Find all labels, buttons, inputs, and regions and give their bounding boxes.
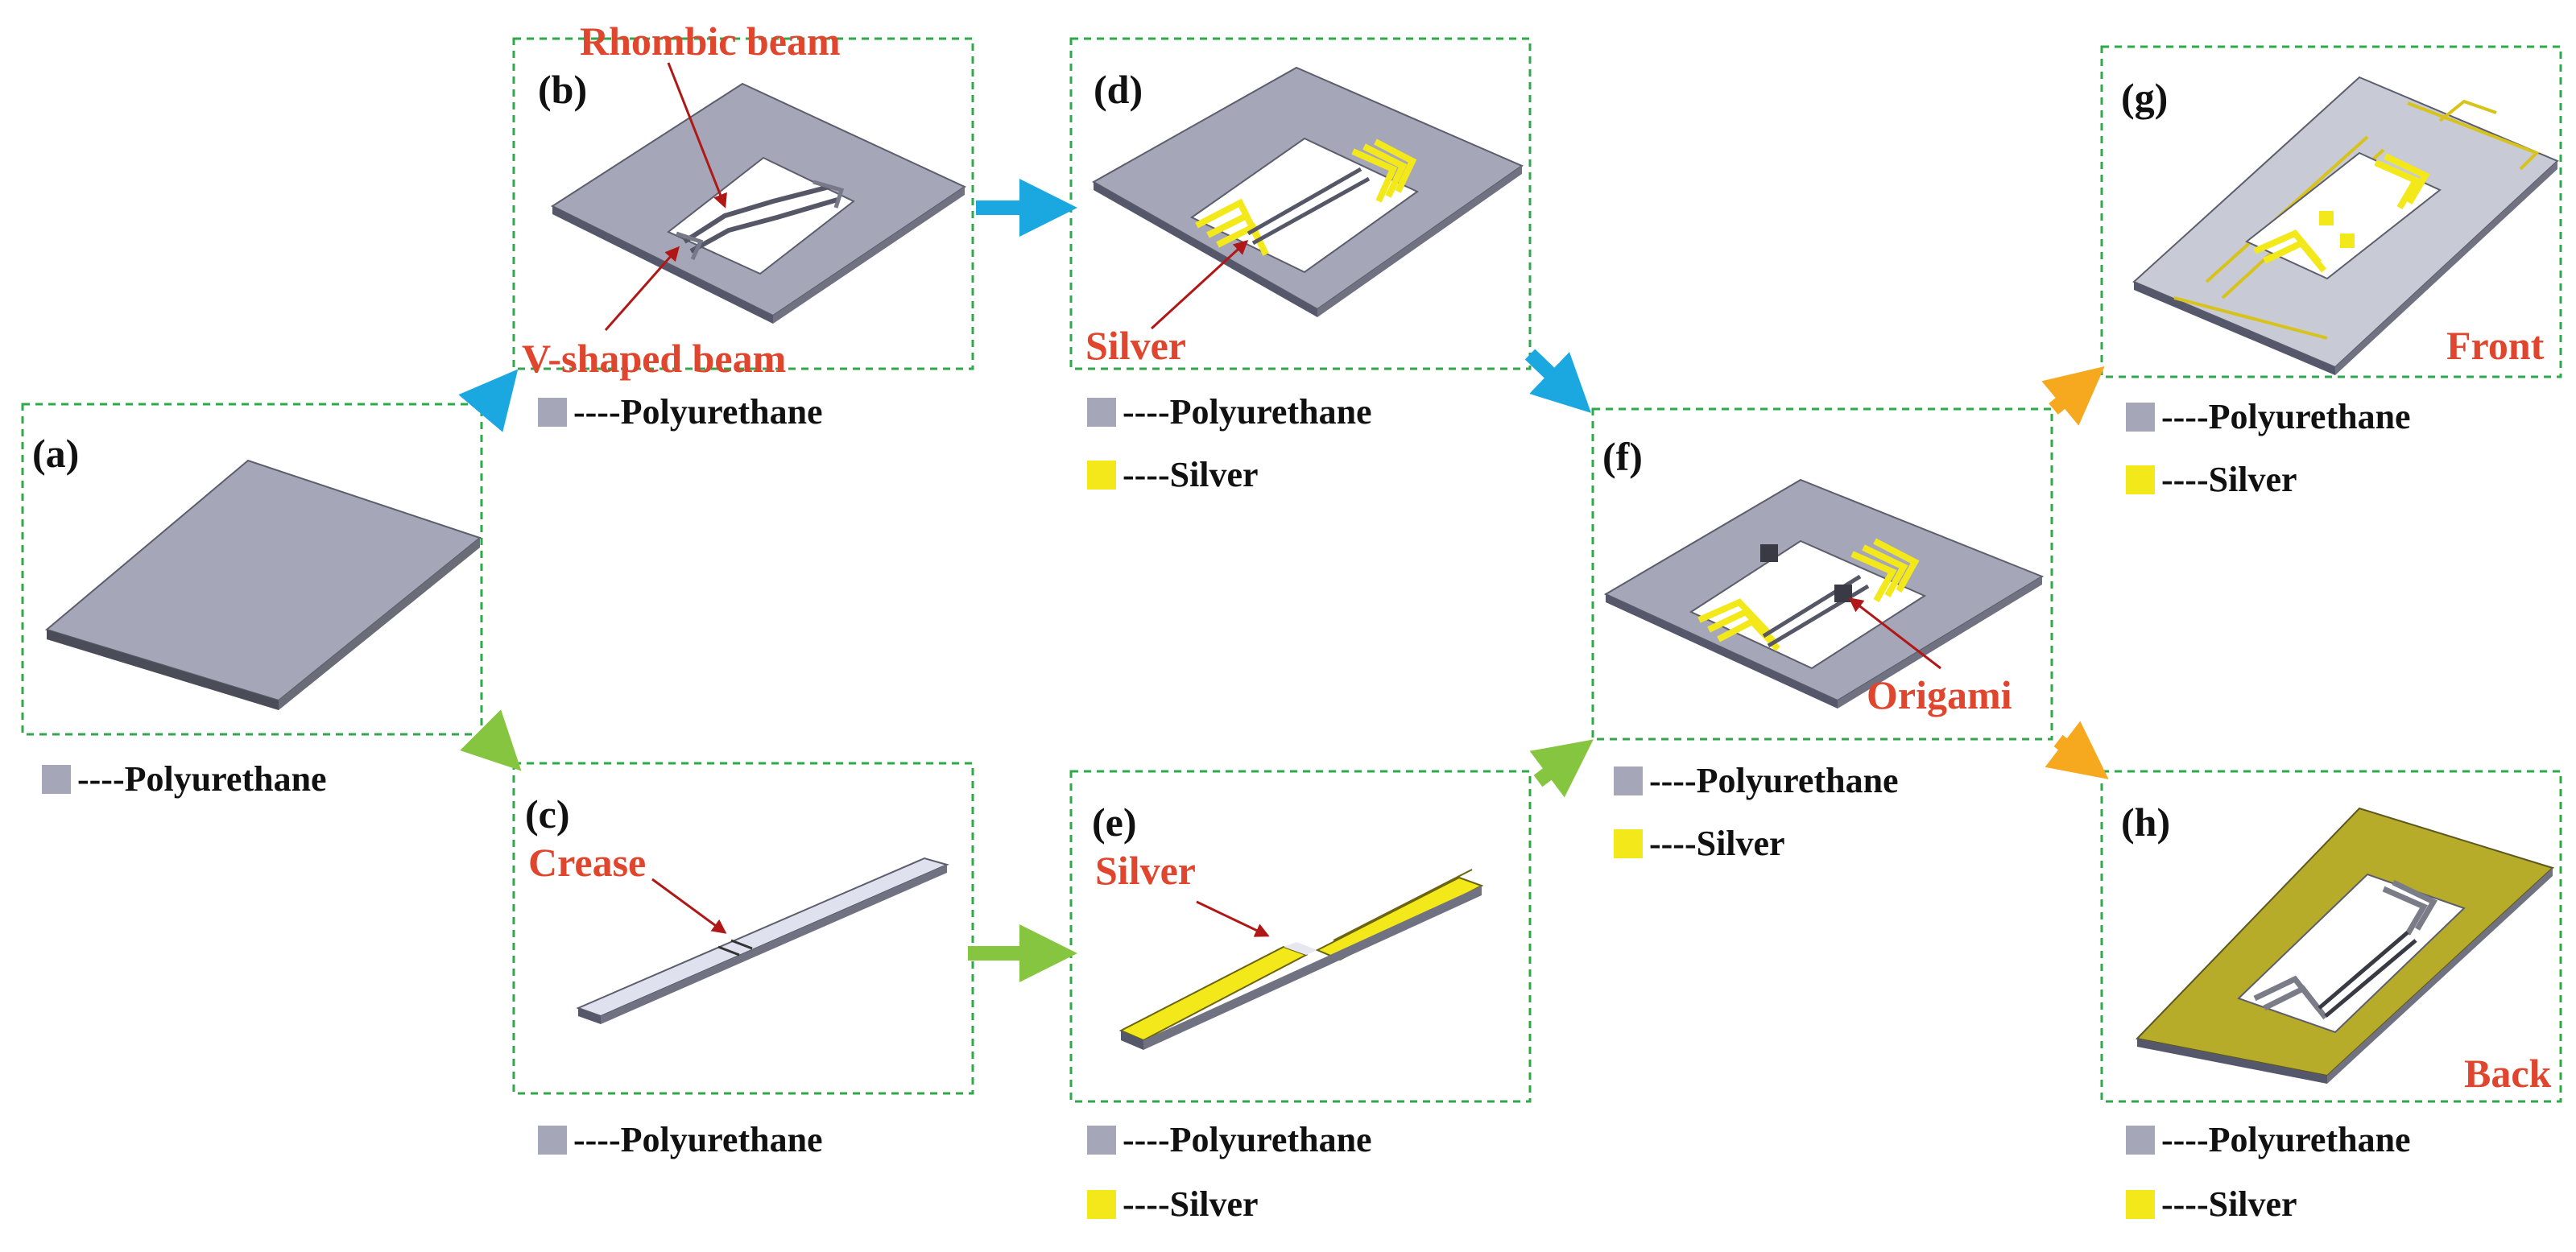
legend-polyurethane-text: ----Polyurethane — [2161, 397, 2411, 436]
legend-silver-text: ----Silver — [1123, 455, 1259, 494]
legend-silver-text: ----Silver — [2161, 1184, 2297, 1224]
panel-a: (a) — [21, 403, 483, 736]
panel-c-label: (c) — [525, 791, 570, 837]
panel-d-frame — [1069, 37, 1532, 370]
polyurethane-sheet — [44, 459, 482, 710]
silver-coated-strip — [1118, 869, 1484, 1050]
panel-d: (d) Silver ----Polyurethane ----Silver — [1069, 37, 1532, 494]
arrow-a-to-c — [460, 709, 522, 771]
legend-polyurethane-text: ----Polyurethane — [2161, 1120, 2411, 1159]
panel-h-frame — [2100, 770, 2562, 1103]
crease-pointer — [651, 878, 727, 934]
rhombic-beam-pointer — [667, 62, 727, 209]
device-back-view — [2136, 807, 2554, 1084]
polyurethane-swatch — [538, 1126, 567, 1155]
legend-polyurethane-text: ----Polyurethane — [77, 759, 327, 799]
panel-g-label: (g) — [2121, 75, 2168, 120]
legend-silver-text: ----Silver — [1123, 1184, 1259, 1224]
polyurethane-swatch — [538, 398, 567, 427]
back-label: Back — [2464, 1051, 2552, 1096]
polyurethane-swatch — [42, 765, 71, 794]
origami-label: Origami — [1867, 672, 2012, 717]
panel-g: (g) Front ----Polyurethane ----Silver — [2100, 45, 2562, 499]
legend-polyurethane-text: ----Polyurethane — [573, 392, 823, 432]
silver-printed-frame — [1091, 66, 1524, 317]
v-shaped-beam-label: V-shaped beam — [522, 336, 786, 381]
flow-arrows — [458, 179, 2109, 982]
legend-g: ----Polyurethane ----Silver — [2126, 397, 2411, 499]
panel-b: (b) Rhombic beam V-shaped beam ----Polyu… — [512, 19, 974, 432]
front-label: Front — [2446, 323, 2545, 368]
panel-e-label: (e) — [1092, 800, 1137, 845]
legend-silver-text: ----Silver — [1649, 824, 1785, 863]
legend-d: ----Polyurethane ----Silver — [1087, 392, 1372, 494]
legend-a: ----Polyurethane — [42, 759, 327, 799]
panel-c-frame — [512, 762, 974, 1095]
legend-silver-text: ----Silver — [2161, 460, 2297, 499]
polyurethane-swatch — [1087, 1126, 1116, 1155]
silver-swatch — [1614, 829, 1643, 858]
legend-f: ----Polyurethane ----Silver — [1614, 761, 1899, 863]
silver-pointer — [1196, 900, 1270, 937]
silver-swatch — [2126, 1190, 2155, 1219]
v-shaped-beam-pointer — [604, 246, 680, 331]
crease-label: Crease — [528, 840, 646, 885]
arrow-e-to-f — [1529, 739, 1594, 798]
arrow-f-to-h — [2045, 721, 2109, 779]
panel-f-label: (f) — [1602, 434, 1643, 479]
panel-f-frame — [1591, 407, 2053, 741]
silver-label: Silver — [1095, 848, 1196, 893]
panel-a-label: (a) — [32, 431, 79, 476]
cut-polyurethane-frame — [550, 82, 967, 324]
legend-c: ----Polyurethane — [538, 1120, 823, 1159]
polyurethane-swatch — [1087, 398, 1116, 427]
origami-assembled-device — [1603, 478, 2045, 709]
panel-h: (h) Back ----Polyurethane ----Silver — [2100, 770, 2562, 1224]
panel-d-label: (d) — [1094, 67, 1143, 112]
panel-a-frame — [21, 403, 483, 736]
panel-g-frame — [2100, 45, 2562, 378]
polyurethane-strip-with-crease — [576, 857, 949, 1024]
legend-e: ----Polyurethane ----Silver — [1087, 1120, 1372, 1224]
panel-h-label: (h) — [2121, 800, 2170, 845]
rhombic-beam-label: Rhombic beam — [580, 19, 841, 64]
panel-b-frame — [512, 37, 974, 370]
legend-polyurethane-text: ----Polyurethane — [1649, 761, 1899, 800]
arrow-d-to-f — [1524, 349, 1591, 413]
silver-swatch — [1087, 461, 1116, 490]
legend-h: ----Polyurethane ----Silver — [2126, 1120, 2411, 1224]
legend-b: ----Polyurethane — [538, 392, 823, 432]
panel-c: (c) Crease ----Polyurethane — [512, 762, 974, 1159]
silver-label: Silver — [1085, 323, 1186, 368]
legend-polyurethane-text: ----Polyurethane — [573, 1120, 823, 1159]
polyurethane-swatch — [1614, 766, 1643, 795]
panel-b-label: (b) — [538, 67, 587, 112]
panel-f: (f) Origami ----Polyurethane ----Silver — [1591, 407, 2053, 863]
silver-pointer — [1150, 239, 1249, 330]
legend-polyurethane-text: ----Polyurethane — [1123, 392, 1372, 432]
polyurethane-swatch — [2126, 1126, 2155, 1155]
panel-e-frame — [1069, 770, 1532, 1103]
device-front-view — [2132, 76, 2559, 375]
origami-pointer — [1848, 597, 1941, 670]
arrow-f-to-g — [2041, 366, 2105, 426]
legend-polyurethane-text: ----Polyurethane — [1123, 1120, 1372, 1159]
silver-swatch — [2126, 465, 2155, 494]
arrow-a-to-b — [458, 369, 519, 432]
polyurethane-swatch — [2126, 403, 2155, 432]
silver-swatch — [1087, 1190, 1116, 1219]
panel-e: (e) Silver ----Polyurethane ----Silver — [1069, 770, 1532, 1224]
